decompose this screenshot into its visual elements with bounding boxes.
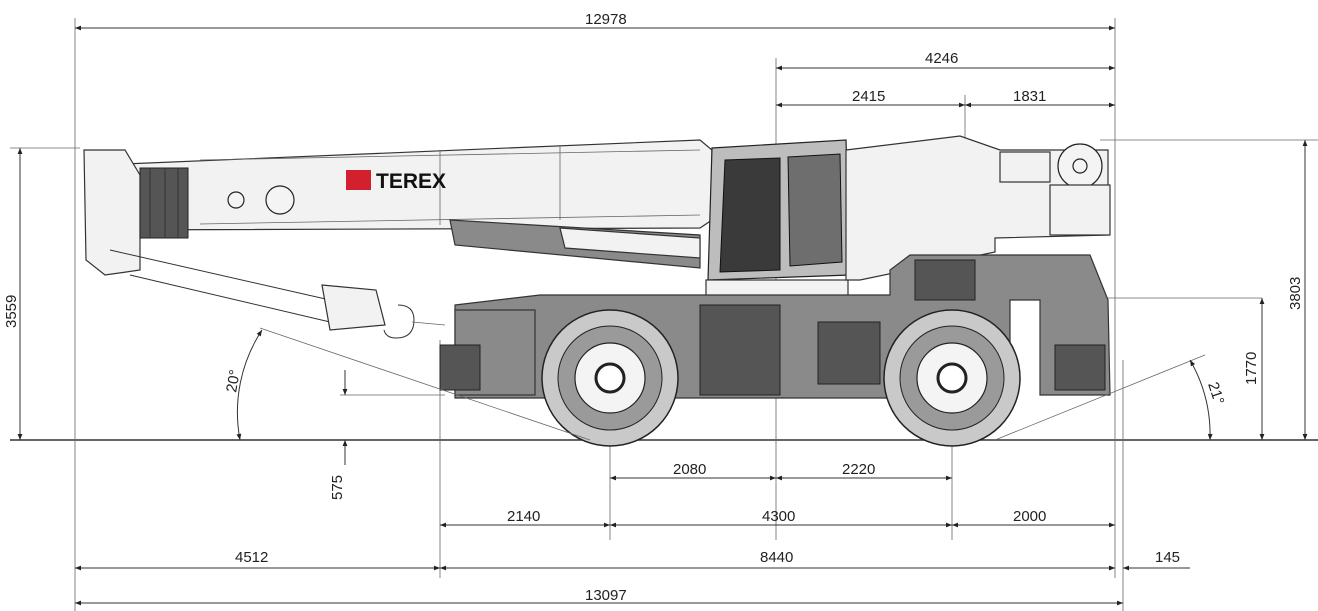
dimension-labels: 12978 4246 2415 1831 3559 3803 1770 575 …	[3, 11, 1304, 604]
dim-rear-overhang-lower: 2000	[1013, 508, 1046, 525]
dim-rear-overhang: 4246	[925, 50, 958, 67]
dim-overall-bottom: 13097	[585, 587, 627, 604]
dim-height-total: 3803	[1287, 277, 1304, 310]
dim-rear-extra: 145	[1155, 549, 1180, 566]
dim-boom-overhang: 4512	[235, 549, 268, 566]
dim-wheel-half-front: 2080	[673, 461, 706, 478]
dim-front-overhang: 2140	[507, 508, 540, 525]
dim-rear-a: 2415	[852, 88, 885, 105]
boom-head	[83, 149, 141, 276]
dim-wheel-half-rear: 2220	[842, 461, 875, 478]
dimension-lines	[17, 25, 1308, 606]
dim-ground-clearance: 575	[329, 475, 346, 500]
angle-approach: 20°	[223, 368, 244, 393]
dim-wheelbase: 4300	[762, 508, 795, 525]
dim-height-deck: 1770	[1243, 352, 1260, 385]
dim-overall-top: 12978	[585, 11, 627, 28]
angle-departure: 21°	[1204, 380, 1227, 407]
brand-logo-text: TEREX	[376, 170, 446, 193]
rear-wheel	[883, 309, 1021, 447]
front-wheel	[541, 309, 679, 447]
crane-illustration: TEREX	[83, 135, 1206, 447]
hook-block	[321, 284, 386, 331]
outrigger-rear	[1054, 344, 1106, 391]
dim-carrier-length: 8440	[760, 549, 793, 566]
dim-height-boom: 3559	[3, 295, 20, 328]
brand-logo-mark	[346, 170, 371, 190]
dim-rear-b: 1831	[1013, 88, 1046, 105]
outrigger-front	[439, 344, 481, 391]
